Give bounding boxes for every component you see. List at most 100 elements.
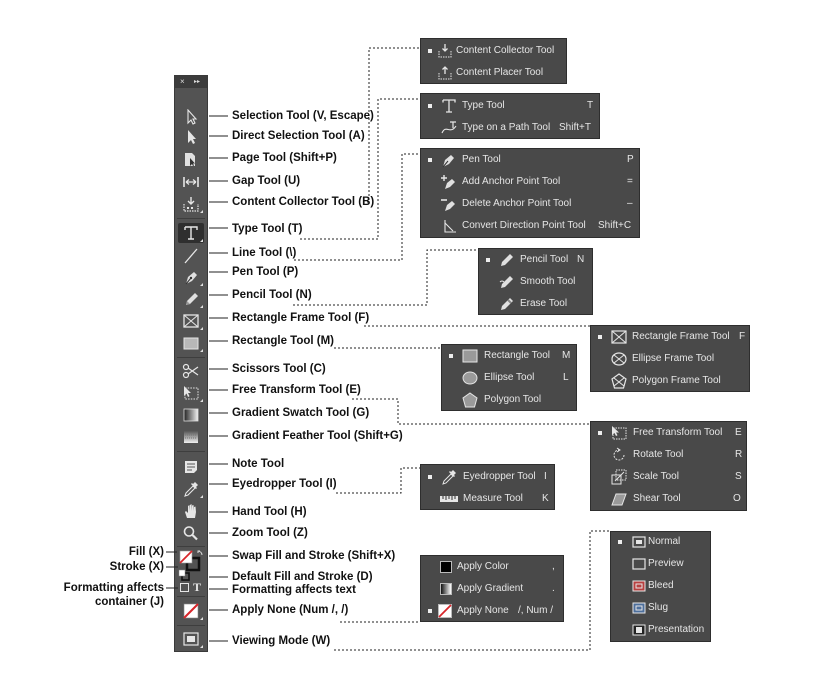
viewing-mode-flyout: Normal Preview Bleed Slug Presentation	[610, 531, 711, 642]
gap-tool-button[interactable]	[178, 172, 204, 192]
ellipse-icon	[462, 371, 478, 385]
pen-tool-button[interactable]	[178, 267, 204, 287]
gap-tool-icon	[183, 177, 199, 187]
label-hand-tool: Hand Tool (H)	[232, 506, 307, 518]
erase-pencil-icon	[501, 298, 513, 310]
apply-none-button[interactable]	[178, 601, 204, 621]
menu-item-polygon-frame[interactable]: Polygon Frame Tool	[591, 371, 749, 391]
close-icon[interactable]: ×	[180, 77, 185, 86]
menu-item-erase-tool[interactable]: Erase Tool	[479, 294, 592, 314]
menu-item-content-collector[interactable]: Content Collector Tool	[421, 41, 566, 61]
tools-panel: × ▸▸	[174, 75, 208, 652]
menu-item-ellipse-frame[interactable]: Ellipse Frame Tool	[591, 349, 749, 369]
viewing-mode-button[interactable]	[178, 629, 204, 649]
hand-icon	[185, 504, 196, 518]
pencil-icon	[186, 293, 198, 305]
formatting-affects-text-button[interactable]: T	[193, 580, 202, 594]
menu-item-polygon-tool[interactable]: Polygon Tool	[442, 390, 576, 410]
menu-item-rectangle-frame[interactable]: Rectangle Frame Tool F	[591, 327, 749, 347]
menu-item-type-on-path[interactable]: Type on a Path Tool Shift+T	[421, 118, 599, 138]
selected-bullet	[428, 49, 432, 53]
menu-item-smooth-tool[interactable]: Smooth Tool	[479, 272, 592, 292]
selected-bullet	[428, 158, 432, 162]
tools-panel-header: × ▸▸	[175, 76, 207, 88]
collapse-icon[interactable]: ▸▸	[194, 79, 201, 85]
menu-item-shear-tool[interactable]: Shear Tool O	[591, 489, 746, 509]
menu-item-apply-none[interactable]: Apply None /, Num /	[421, 601, 563, 621]
eyedropper-tool-button[interactable]	[178, 479, 204, 499]
pencil-flyout: Pencil Tool N Smooth Tool Erase Tool	[478, 248, 593, 315]
selection-tool-button[interactable]	[178, 107, 204, 127]
menu-item-slug[interactable]: Slug	[611, 598, 710, 618]
zoom-tool-button[interactable]	[178, 523, 204, 543]
gradient-swatch-icon	[440, 583, 452, 595]
convert-direction-icon	[444, 220, 456, 233]
rotate-icon	[613, 447, 625, 461]
page-tool-button[interactable]	[178, 149, 204, 169]
menu-item-bleed[interactable]: Bleed	[611, 576, 710, 596]
slug-mode-icon	[632, 602, 646, 614]
menu-item-add-anchor[interactable]: Add Anchor Point Tool =	[421, 172, 639, 192]
selected-bullet	[598, 431, 602, 435]
frame-flyout: Rectangle Frame Tool F Ellipse Frame Too…	[590, 325, 750, 392]
menu-item-apply-color[interactable]: Apply Color ,	[421, 557, 563, 577]
free-transform-tool-button[interactable]	[178, 383, 204, 403]
free-transform-icon	[612, 426, 627, 440]
measure-ruler-icon	[440, 496, 458, 502]
eyedropper-flyout: Eyedropper Tool I Measure Tool K	[420, 464, 555, 510]
add-anchor-icon	[441, 175, 455, 189]
page-tool-icon	[185, 153, 195, 166]
type-on-path-icon	[441, 121, 457, 134]
menu-item-presentation[interactable]: Presentation	[611, 620, 710, 640]
selected-bullet	[428, 104, 432, 108]
menu-item-measure[interactable]: Measure Tool K	[421, 489, 554, 509]
menu-item-convert-direction[interactable]: Convert Direction Point Tool Shift+C	[421, 216, 639, 236]
menu-item-free-transform[interactable]: Free Transform Tool E	[591, 423, 746, 443]
menu-item-type-tool[interactable]: Type Tool T	[421, 96, 599, 116]
scissors-tool-button[interactable]	[178, 361, 204, 381]
label-viewing-mode: Viewing Mode (W)	[232, 635, 331, 647]
label-gap-tool: Gap Tool (U)	[232, 175, 301, 187]
label-rectangle-tool: Rectangle Tool (M)	[232, 335, 335, 347]
default-fill-stroke-icon	[178, 569, 190, 581]
pencil-icon	[501, 254, 513, 266]
label-pen-tool: Pen Tool (P)	[232, 266, 299, 278]
menu-item-scale-tool[interactable]: Scale Tool S	[591, 467, 746, 487]
rectangle-frame-tool-button[interactable]	[178, 311, 204, 331]
menu-item-content-placer[interactable]: Content Placer Tool	[421, 63, 566, 83]
type-tool-button[interactable]	[178, 223, 204, 243]
selected-bullet	[618, 540, 622, 544]
pencil-tool-button[interactable]	[178, 289, 204, 309]
fill-stroke-swatches-icon	[179, 550, 203, 572]
menu-item-apply-gradient[interactable]: Apply Gradient .	[421, 579, 563, 599]
menu-item-ellipse-tool[interactable]: Ellipse Tool L	[442, 368, 576, 388]
menu-item-pen-tool[interactable]: Pen Tool P	[421, 150, 639, 170]
formatting-affects-container-button[interactable]	[180, 583, 189, 592]
menu-item-pencil-tool[interactable]: Pencil Tool N	[479, 250, 592, 270]
fill-stroke-proxy[interactable]	[178, 549, 206, 575]
gradient-feather-tool-button[interactable]	[178, 427, 204, 447]
gradient-feather-icon	[184, 431, 198, 443]
color-swatch-icon	[440, 561, 452, 573]
pen-flyout: Pen Tool P Add Anchor Point Tool = Delet…	[420, 148, 640, 238]
label-content-collector-tool: Content Collector Tool (B)	[232, 196, 375, 208]
rectangle-tool-button[interactable]	[178, 333, 204, 353]
scale-icon	[611, 469, 627, 485]
menu-item-preview[interactable]: Preview	[611, 554, 710, 574]
note-tool-button[interactable]	[178, 457, 204, 477]
default-fill-stroke-button[interactable]	[178, 568, 190, 581]
gradient-swatch-tool-button[interactable]	[178, 405, 204, 425]
menu-item-rotate-tool[interactable]: Rotate Tool R	[591, 445, 746, 465]
content-collector-tool-button[interactable]	[178, 194, 204, 214]
menu-item-rectangle-tool[interactable]: Rectangle Tool M	[442, 346, 576, 366]
label-rectangle-frame-tool: Rectangle Frame Tool (F)	[232, 312, 370, 324]
label-apply-none: Apply None (Num /, /)	[232, 604, 349, 616]
hand-tool-button[interactable]	[178, 501, 204, 521]
direct-selection-tool-button[interactable]	[178, 127, 204, 147]
menu-item-eyedropper[interactable]: Eyedropper Tool I	[421, 467, 554, 487]
menu-item-delete-anchor[interactable]: Delete Anchor Point Tool –	[421, 194, 639, 214]
menu-item-normal[interactable]: Normal	[611, 532, 710, 552]
line-tool-button[interactable]	[178, 246, 204, 266]
selected-bullet	[486, 258, 490, 262]
content-collector-icon	[438, 44, 452, 58]
